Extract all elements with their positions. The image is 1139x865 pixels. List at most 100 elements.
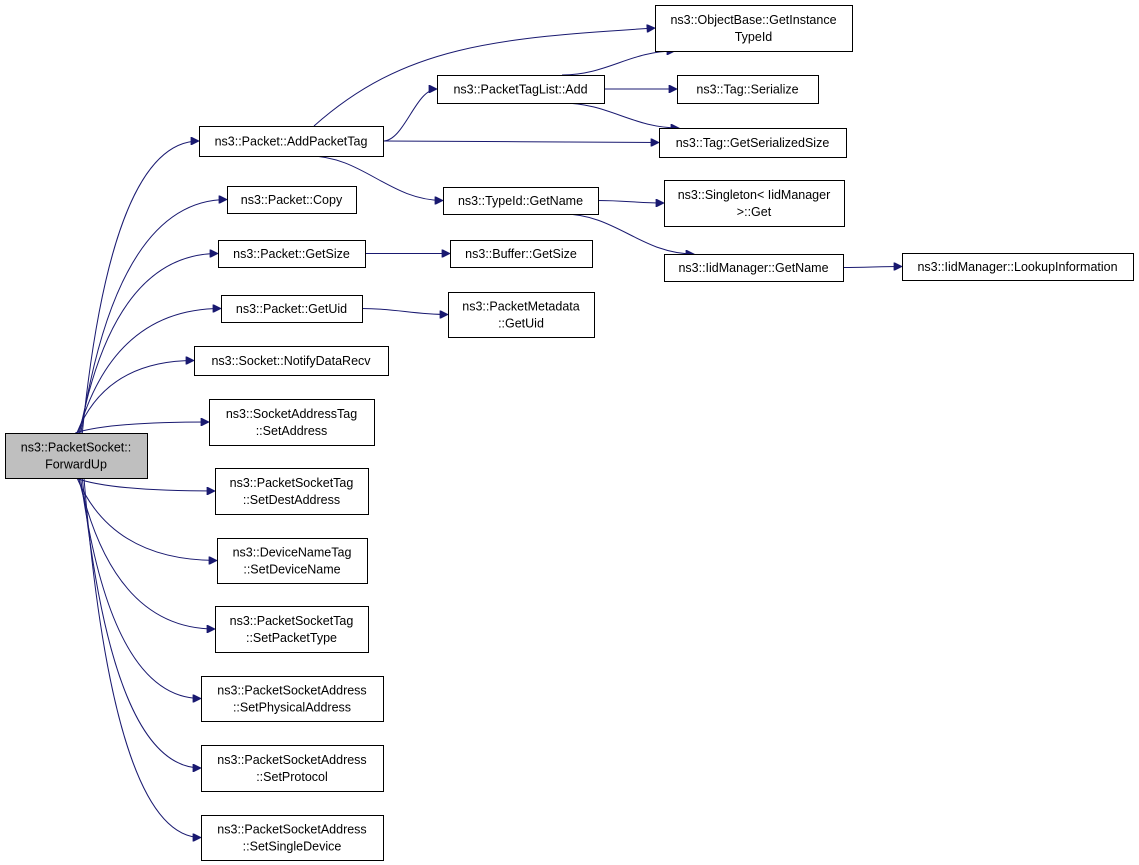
node-label: ns3::DeviceNameTag bbox=[233, 546, 352, 560]
node-box bbox=[664, 180, 845, 227]
node-setdevicename[interactable]: ns3::DeviceNameTag::SetDeviceName bbox=[217, 538, 368, 584]
node-label: ns3::Packet::GetSize bbox=[233, 247, 350, 261]
node-box bbox=[450, 240, 593, 268]
edge-forwardup-to-copy bbox=[80, 200, 227, 434]
node-label: ::GetUid bbox=[498, 317, 544, 331]
node-box bbox=[448, 292, 595, 338]
node-label: ForwardUp bbox=[45, 458, 107, 472]
node-box bbox=[215, 468, 369, 515]
node-label: ::SetDestAddress bbox=[243, 493, 340, 507]
node-label: ns3::Packet::GetUid bbox=[236, 302, 347, 316]
node-getserializedsize[interactable]: ns3::Tag::GetSerializedSize bbox=[659, 128, 847, 158]
node-box bbox=[437, 75, 605, 104]
edge-forwardup-to-setdevicename bbox=[76, 477, 217, 561]
edge-forwardup-to-addpackettag bbox=[81, 141, 199, 434]
node-label: ::SetPhysicalAddress bbox=[233, 701, 351, 715]
node-label: ::SetProtocol bbox=[256, 770, 328, 784]
node-label: ns3::TypeId::GetName bbox=[458, 194, 583, 208]
node-singletonget[interactable]: ns3::Singleton< IidManager>::Get bbox=[664, 180, 845, 227]
node-getsize[interactable]: ns3::Packet::GetSize bbox=[218, 240, 366, 268]
call-edges bbox=[75, 28, 902, 838]
node-label: ::SetAddress bbox=[256, 424, 328, 438]
node-getuid[interactable]: ns3::Packet::GetUid bbox=[221, 295, 363, 323]
node-label: ns3::PacketSocketAddress bbox=[217, 753, 366, 767]
node-label: ns3::PacketTagList::Add bbox=[453, 83, 587, 97]
node-box bbox=[659, 128, 847, 158]
edge-addpackettag-to-getinstancetypeid bbox=[313, 28, 655, 127]
node-box bbox=[664, 254, 844, 282]
node-label: ::SetPacketType bbox=[246, 631, 337, 645]
node-box bbox=[209, 399, 375, 446]
node-box bbox=[217, 538, 368, 584]
node-setpackettype[interactable]: ns3::PacketSocketTag::SetPacketType bbox=[215, 606, 369, 653]
node-metadatagetuid[interactable]: ns3::PacketMetadata::GetUid bbox=[448, 292, 595, 338]
edge-forwardup-to-setaddress bbox=[75, 422, 209, 434]
node-label: ns3::PacketSocketAddress bbox=[217, 684, 366, 698]
node-label: ::SetDeviceName bbox=[243, 563, 340, 577]
node-box bbox=[655, 5, 853, 52]
node-label: ns3::Singleton< IidManager bbox=[678, 188, 831, 202]
node-lookupinformation[interactable]: ns3::IidManager::LookupInformation bbox=[902, 253, 1134, 281]
node-box bbox=[677, 75, 819, 104]
node-setsingledevice[interactable]: ns3::PacketSocketAddress::SetSingleDevic… bbox=[201, 815, 384, 861]
node-addpackettag[interactable]: ns3::Packet::AddPacketTag bbox=[199, 126, 384, 157]
node-label: ns3::PacketSocketTag bbox=[230, 614, 354, 628]
node-box bbox=[227, 186, 357, 214]
node-label: ns3::PacketSocketTag bbox=[230, 476, 354, 490]
edge-getuid-to-metadatagetuid bbox=[361, 308, 448, 315]
node-typeidgetname[interactable]: ns3::TypeId::GetName bbox=[443, 187, 599, 215]
edge-typeidgetname-to-singletonget bbox=[597, 201, 664, 204]
node-label: ns3::PacketSocketAddress bbox=[217, 823, 366, 837]
edge-iidgetname-to-lookupinformation bbox=[842, 267, 902, 268]
node-label: ns3::IidManager::GetName bbox=[678, 261, 828, 275]
node-box bbox=[443, 187, 599, 215]
node-buffergetsize[interactable]: ns3::Buffer::GetSize bbox=[450, 240, 593, 268]
function-nodes: ns3::PacketSocket::ForwardUp ns3::Packet:… bbox=[5, 5, 1134, 861]
node-setprotocol[interactable]: ns3::PacketSocketAddress::SetProtocol bbox=[201, 745, 384, 792]
node-label: ns3::Packet::AddPacketTag bbox=[215, 135, 368, 149]
node-serialize[interactable]: ns3::Tag::Serialize bbox=[677, 75, 819, 104]
node-label: ns3::Tag::Serialize bbox=[696, 83, 798, 97]
node-tagadd[interactable]: ns3::PacketTagList::Add bbox=[437, 75, 605, 104]
node-label: ns3::ObjectBase::GetInstance bbox=[670, 13, 836, 27]
node-notifydatarecv[interactable]: ns3::Socket::NotifyDataRecv bbox=[194, 346, 389, 376]
node-label: ns3::Socket::NotifyDataRecv bbox=[211, 354, 371, 368]
node-setdestaddress[interactable]: ns3::PacketSocketTag::SetDestAddress bbox=[215, 468, 369, 515]
node-iidgetname[interactable]: ns3::IidManager::GetName bbox=[664, 254, 844, 282]
node-copy[interactable]: ns3::Packet::Copy bbox=[227, 186, 357, 214]
node-box bbox=[215, 606, 369, 653]
node-setphysicaladdress[interactable]: ns3::PacketSocketAddress::SetPhysicalAdd… bbox=[201, 676, 384, 722]
node-box bbox=[201, 815, 384, 861]
edge-forwardup-to-setsingledevice bbox=[83, 477, 201, 838]
node-box bbox=[201, 676, 384, 722]
node-box bbox=[5, 433, 148, 479]
edge-addpackettag-to-typeidgetname bbox=[308, 155, 443, 201]
node-setaddress[interactable]: ns3::SocketAddressTag::SetAddress bbox=[209, 399, 375, 446]
edge-tagadd-to-getinstancetypeid bbox=[561, 51, 675, 76]
node-label: ::SetSingleDevice bbox=[243, 840, 342, 854]
node-box bbox=[194, 346, 389, 376]
node-box bbox=[199, 126, 384, 157]
node-box bbox=[218, 240, 366, 268]
edge-forwardup-to-getsize bbox=[78, 254, 218, 434]
edge-typeidgetname-to-iidgetname bbox=[562, 213, 694, 254]
node-label: ns3::Buffer::GetSize bbox=[465, 247, 577, 261]
edge-forwardup-to-notifydatarecv bbox=[76, 361, 194, 434]
edge-forwardup-to-setphysicaladdress bbox=[80, 477, 201, 699]
node-box bbox=[221, 295, 363, 323]
node-label: ns3::PacketMetadata bbox=[462, 300, 579, 314]
edge-forwardup-to-setdestaddress bbox=[75, 477, 215, 491]
edge-forwardup-to-getuid bbox=[77, 309, 221, 434]
node-label: ns3::PacketSocket:: bbox=[21, 441, 131, 455]
node-label: >::Get bbox=[737, 205, 772, 219]
node-label: TypeId bbox=[735, 30, 773, 44]
node-forwardup[interactable]: ns3::PacketSocket::ForwardUp bbox=[5, 433, 148, 479]
node-label: ns3::SocketAddressTag bbox=[226, 407, 357, 421]
edge-forwardup-to-setpackettype bbox=[78, 477, 215, 629]
node-box bbox=[201, 745, 384, 792]
node-label: ns3::Packet::Copy bbox=[241, 193, 343, 207]
edge-addpackettag-to-getserializedsize bbox=[382, 141, 659, 143]
node-label: ns3::Tag::GetSerializedSize bbox=[676, 136, 830, 150]
